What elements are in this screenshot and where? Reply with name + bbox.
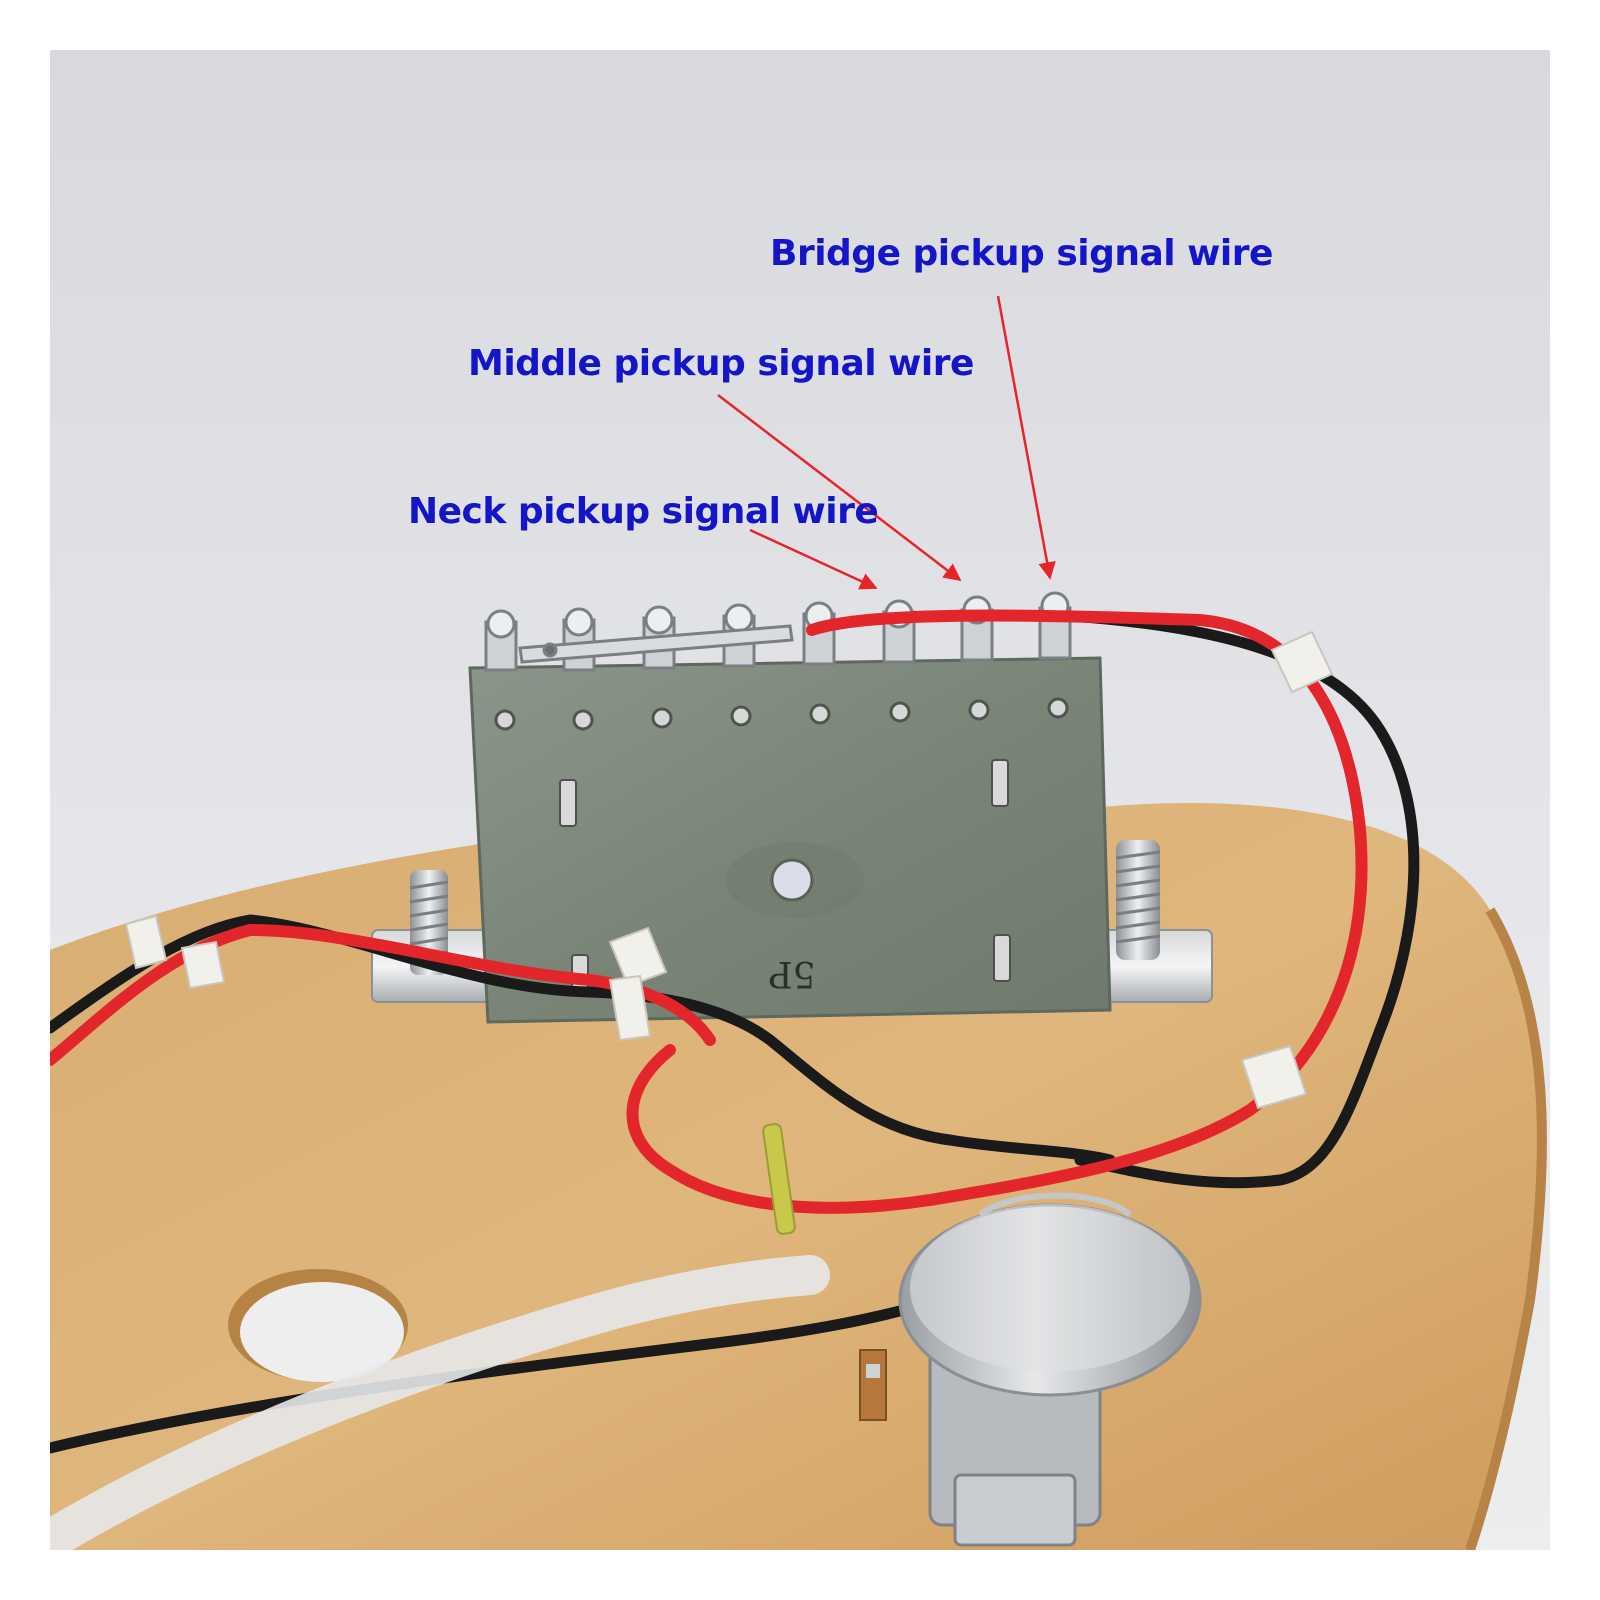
- middle-pickup-label: Middle pickup signal wire: [468, 343, 974, 384]
- pickguard-edge: [1465, 907, 1547, 1550]
- middle-arrow: [717, 394, 962, 582]
- pickguard-hole-inner: [240, 1282, 404, 1382]
- neck-arrow: [749, 528, 878, 590]
- bridge-pickup-label: Bridge pickup signal wire: [770, 233, 1273, 274]
- wiring-photo: 5P: [50, 50, 1550, 1550]
- photo-frame: 5P: [50, 50, 1550, 1550]
- neck-pickup-label: Neck pickup signal wire: [408, 491, 879, 532]
- right-screw: [1115, 840, 1161, 960]
- bridge-arrow: [996, 295, 1056, 580]
- potentiometer: [859, 1192, 1202, 1547]
- shielded-cable: [50, 1255, 830, 1550]
- switch-marking: 5P: [768, 953, 815, 994]
- capacitor: [762, 1123, 796, 1235]
- annotation-arrows: [717, 295, 1056, 590]
- zip-ties: [124, 630, 1334, 1110]
